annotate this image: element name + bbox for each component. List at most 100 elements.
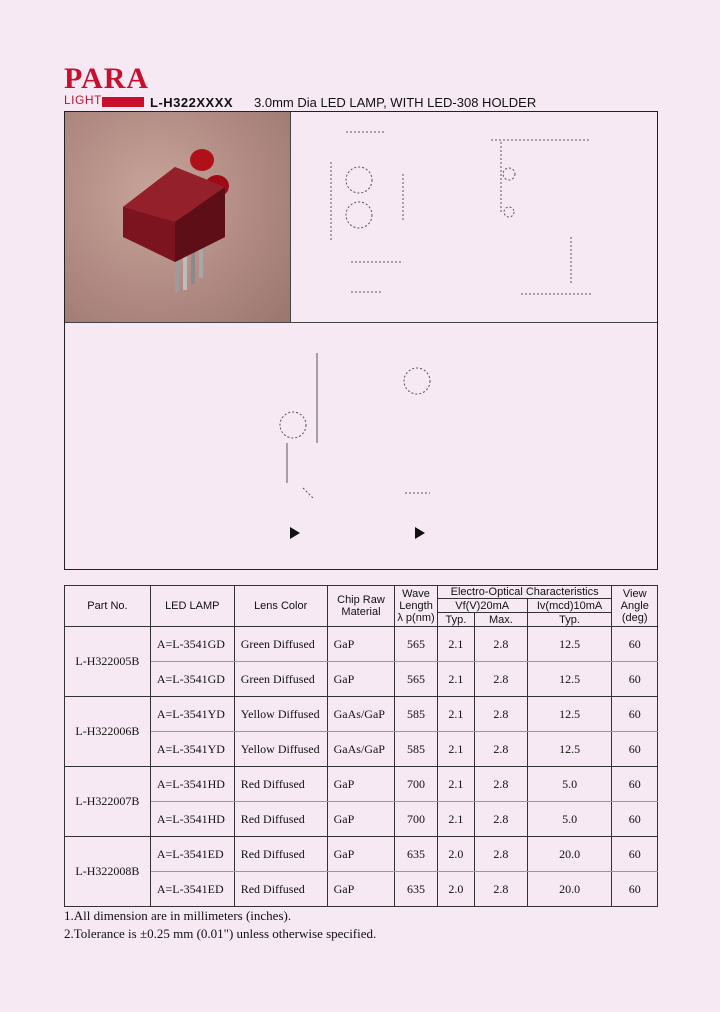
view-angle-cell: 60 [611,836,658,872]
specification-table: Part No. LED LAMP Lens Color Chip Raw Ma… [64,585,658,907]
chip-material-cell: GaAs/GaP [326,696,396,732]
wave-length-cell: 635 [394,871,438,907]
holder-top-face [123,167,225,222]
iv-typ-cell: 12.5 [526,731,613,767]
chip-material-cell: GaP [326,836,396,872]
document-title: 3.0mm Dia LED LAMP, WITH LED-308 HOLDER [254,95,537,110]
lens-color-cell: Yellow Diffused [233,696,328,732]
wave-length-cell: 635 [394,836,438,872]
header-vf-typ: Typ. [436,612,476,627]
vf-max-cell: 2.8 [474,696,528,732]
led-outline-top [345,166,373,194]
chip-material-cell: GaP [326,766,396,802]
led-outline [279,411,307,439]
led-lamp-cell: A=L-3541HD [149,801,235,837]
header-chip-material: Chip Raw Material [326,585,396,627]
view-angle-cell: 60 [611,661,658,697]
wave-length-label: Wave Length [399,588,433,612]
view-angle-cell: 60 [611,871,658,907]
wave-length-cell: 700 [394,766,438,802]
vf-typ-cell: 2.1 [436,696,476,732]
led-outline [403,367,431,395]
led-lamp-cell: A=L-3541GD [149,626,235,662]
lens-color-cell: Green Diffused [233,626,328,662]
view-angle-cell: 60 [611,801,658,837]
product-photo [65,112,290,322]
vf-typ-cell: 2.1 [436,731,476,767]
header-electro-optical: Electro-Optical Characteristics [436,585,613,599]
lens-color-cell: Green Diffused [233,661,328,697]
header-vf-max: Max. [474,612,528,627]
vf-max-cell: 2.8 [474,766,528,802]
holder-side-face [175,187,225,262]
header-vf: Vf(V)20mA [436,598,528,613]
view-angle-unit: (deg) [621,612,648,624]
wave-length-cell: 585 [394,731,438,767]
arrow-icon [415,527,425,539]
para-light-logo: PARA LIGHT [64,64,148,108]
vf-max-cell: 2.8 [474,801,528,837]
view-angle-cell: 60 [611,696,658,732]
chip-material-cell: GaAs/GaP [326,731,396,767]
hole-outline [502,167,516,181]
drawing-frame [64,111,658,570]
header-view-angle: View Angle (deg) [611,585,658,627]
led-lamp-cell: A=L-3541HD [149,766,235,802]
vf-max-cell: 2.8 [474,626,528,662]
part-number-cell: L-H322007B [64,766,151,837]
lens-color-cell: Red Diffused [233,871,328,907]
iv-typ-cell: 12.5 [526,696,613,732]
dimension-drawing-top [330,131,591,295]
wave-length-cell: 585 [394,696,438,732]
header-wave-length: Wave Length λ p(nm) [394,585,438,627]
view-angle-label: View Angle [620,588,649,612]
part-code: L-H322XXXX [150,95,234,110]
wave-length-cell: 565 [394,626,438,662]
vf-typ-cell: 2.1 [436,801,476,837]
lens-color-cell: Yellow Diffused [233,731,328,767]
chip-material-cell: GaP [326,871,396,907]
wave-length-cell: 565 [394,661,438,697]
led-lamp-cell: A=L-3541ED [149,836,235,872]
brand-sub: LIGHT [64,93,102,107]
note-1: 1.All dimension are in millimeters (inch… [64,908,292,923]
note-2: 2.Tolerance is ±0.25 mm (0.01") unless o… [64,926,377,941]
vf-typ-cell: 2.0 [436,836,476,872]
led-lamp-cell: A=L-3541YD [149,731,235,767]
lead [191,238,195,284]
iv-typ-cell: 12.5 [526,626,613,662]
view-angle-cell: 60 [611,766,658,802]
iv-typ-cell: 5.0 [526,801,613,837]
led-outline-bottom [345,201,373,229]
brand-name: PARA [64,62,150,95]
hole-outline [503,206,515,218]
part-number-cell: L-H322006B [64,696,151,767]
vf-typ-cell: 2.1 [436,661,476,697]
led-lamp-cell: A=L-3541ED [149,871,235,907]
lead [199,236,203,278]
part-number-cell: L-H322005B [64,626,151,697]
lead [183,240,187,290]
chip-material-cell: GaP [326,661,396,697]
iv-typ-cell: 5.0 [526,766,613,802]
led-holder-photo-illustration [123,149,229,292]
logo-bar [102,97,144,107]
iv-typ-cell: 20.0 [526,836,613,872]
lead [175,242,179,292]
vf-max-cell: 2.8 [474,661,528,697]
vf-typ-cell: 2.1 [436,626,476,662]
arrow-icon [290,527,300,539]
view-angle-cell: 60 [611,626,658,662]
chip-material-cell: GaP [326,801,396,837]
drawing-line [302,487,314,499]
header-led-lamp: LED LAMP [149,585,235,627]
part-number-cell: L-H322008B [64,836,151,907]
header-iv: Iv(mcd)10mA [526,598,613,613]
header-part-no: Part No. [64,585,151,627]
